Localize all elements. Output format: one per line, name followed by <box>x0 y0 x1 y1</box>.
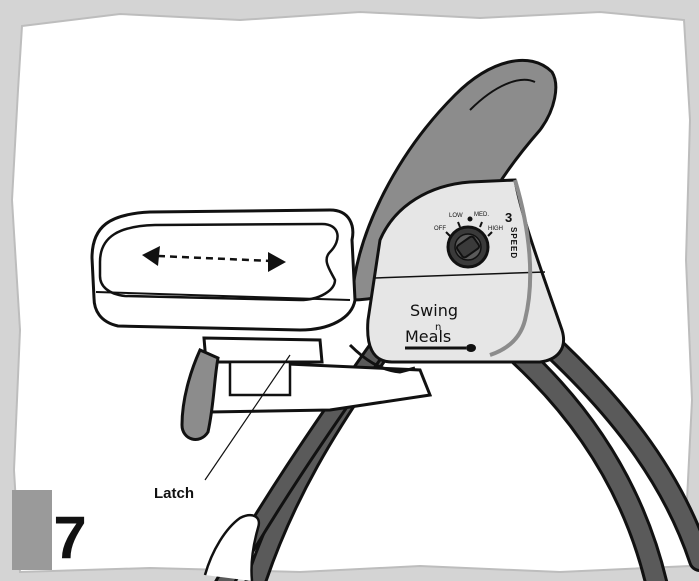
logo-dot <box>466 344 476 352</box>
dial-label-med: MED. <box>474 212 489 218</box>
motor-housing <box>366 178 565 364</box>
feeding-tray <box>90 208 357 332</box>
logo-line-1: Swing <box>410 301 458 320</box>
leg-hinge-left <box>348 343 416 374</box>
speed-count: 3 <box>505 210 512 225</box>
tray-slide-arrow <box>142 246 286 272</box>
hand-outline <box>203 514 261 581</box>
tray-stem <box>202 336 324 397</box>
logo-line-2: n <box>435 322 441 333</box>
step-number: 7 <box>53 504 86 571</box>
speed-dial <box>445 216 493 269</box>
dial-label-off: OFF <box>434 226 446 232</box>
latch-handle <box>180 348 220 441</box>
dial-label-low: LOW <box>449 213 463 219</box>
dial-label-high: HIGH <box>488 226 503 232</box>
speed-word: SPEED <box>509 227 518 259</box>
step-number-tab <box>12 490 52 570</box>
latch-leader-line <box>204 354 291 481</box>
latch-label: Latch <box>154 485 194 502</box>
logo-line-3: Meals <box>405 327 451 346</box>
